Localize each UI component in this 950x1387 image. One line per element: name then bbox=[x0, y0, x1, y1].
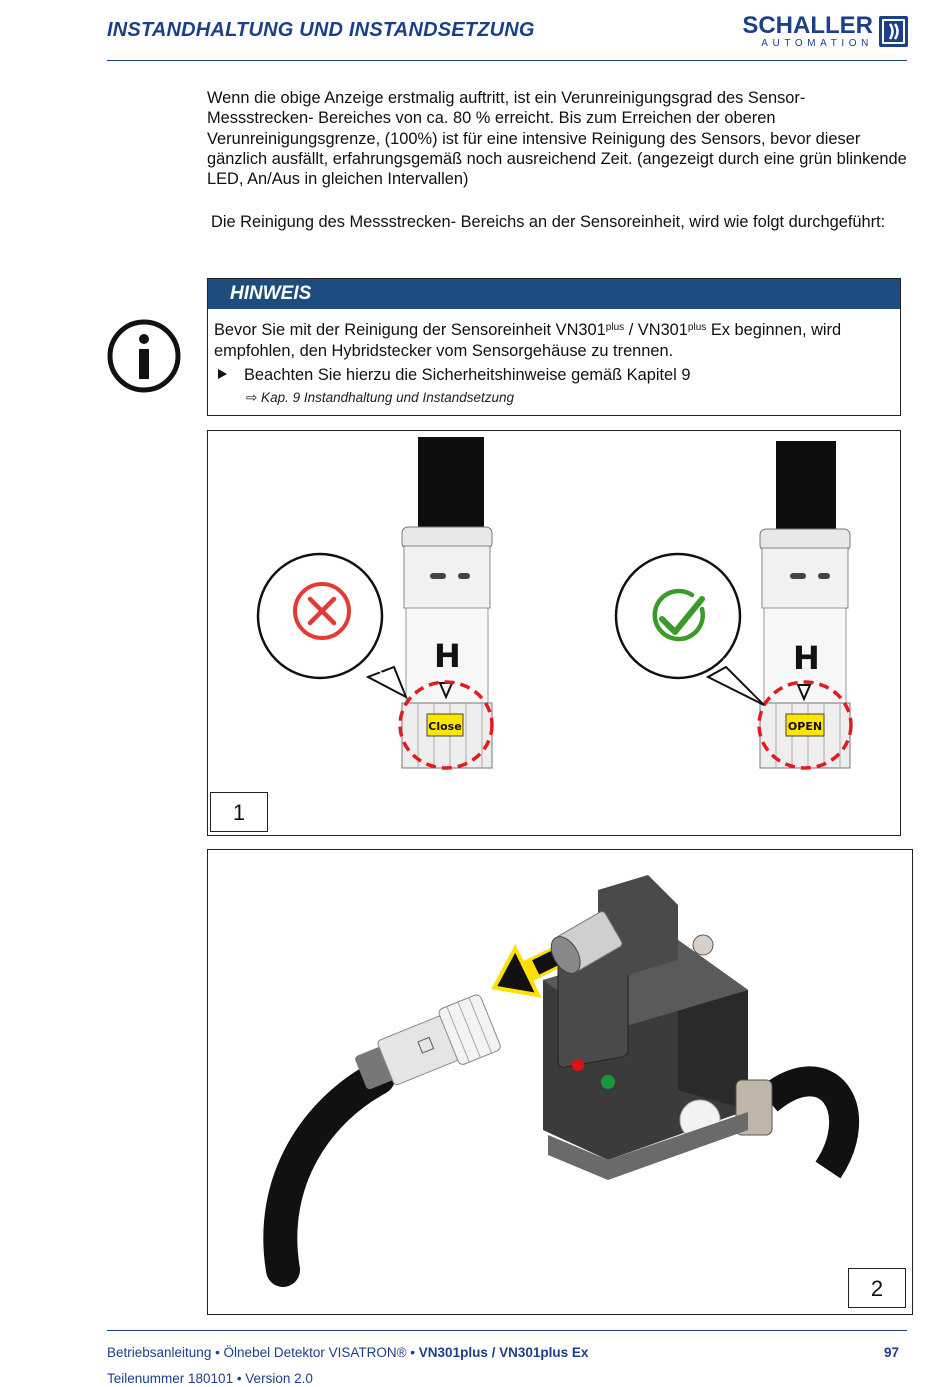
open-label: OPEN bbox=[788, 720, 822, 733]
page-header-title: INSTANDHALTUNG UND INSTANDSETZUNG bbox=[107, 19, 535, 41]
connector-left-icon: H Close bbox=[256, 437, 494, 770]
notice-sup-1: plus bbox=[605, 322, 625, 333]
mark-letter-left: H bbox=[434, 637, 461, 675]
figure-2: 2 bbox=[207, 849, 913, 1315]
figure-1: H Close H bbox=[207, 430, 901, 836]
notice-sup-2: plus bbox=[687, 322, 707, 333]
notice-bullet: Beachten Sie hierzu die Sicherheitshinwe… bbox=[218, 365, 690, 385]
notice-heading: HINWEIS bbox=[230, 283, 312, 304]
logo-mark-icon bbox=[879, 16, 908, 47]
notice-box: HINWEIS Bevor Sie mit der Reinigung der … bbox=[207, 278, 901, 416]
mark-letter-right: H bbox=[793, 639, 820, 677]
notice-text-3: Ex beginnen, wird empfohlen, den Hybrids… bbox=[214, 321, 842, 360]
notice-text-2: / VN301 bbox=[624, 321, 688, 339]
cleaning-intro: Die Reinigung des Messstrecken- Bereichs… bbox=[211, 213, 886, 231]
notice-text-1: Bevor Sie mit der Reinigung der Sensorei… bbox=[214, 321, 606, 339]
connector-comparison-illustration: H Close H bbox=[256, 437, 853, 770]
close-label: Close bbox=[428, 720, 461, 733]
logo-wordmark: SCHALLER bbox=[742, 12, 873, 39]
figure-number-1: 1 bbox=[210, 792, 268, 832]
chapter-reference-link[interactable]: ⇨ Kap. 9 Instandhaltung und Instandsetzu… bbox=[246, 390, 515, 405]
figure-number-2: 2 bbox=[848, 1268, 906, 1308]
footer-doc-title: Betriebsanleitung • Ölnebel Detektor VIS… bbox=[107, 1345, 419, 1360]
logo-subtitle: AUTOMATION bbox=[761, 38, 873, 49]
header-rule bbox=[107, 60, 907, 61]
notice-bullet-text: Beachten Sie hierzu die Sicherheitshinwe… bbox=[244, 366, 691, 384]
notice-header: HINWEIS bbox=[208, 279, 900, 309]
connector-right-icon: H OPEN bbox=[614, 441, 853, 770]
footer-rule bbox=[107, 1330, 907, 1331]
footer-line-1: Betriebsanleitung • Ölnebel Detektor VIS… bbox=[107, 1345, 588, 1360]
page-number: 97 bbox=[884, 1345, 900, 1360]
bullet-triangle-icon bbox=[218, 369, 227, 379]
schaller-logo: SCHALLER AUTOMATION bbox=[718, 14, 910, 50]
footer-line-2: Teilenummer 180101 • Version 2.0 bbox=[107, 1371, 313, 1386]
hybrid-connector-removal-illustration bbox=[263, 875, 860, 1287]
intro-paragraph: Wenn die obige Anzeige erstmalig auftrit… bbox=[207, 89, 907, 189]
footer-product: VN301plus / VN301plus Ex bbox=[418, 1345, 589, 1360]
info-icon bbox=[107, 319, 181, 393]
notice-text: Bevor Sie mit der Reinigung der Sensorei… bbox=[214, 318, 898, 361]
